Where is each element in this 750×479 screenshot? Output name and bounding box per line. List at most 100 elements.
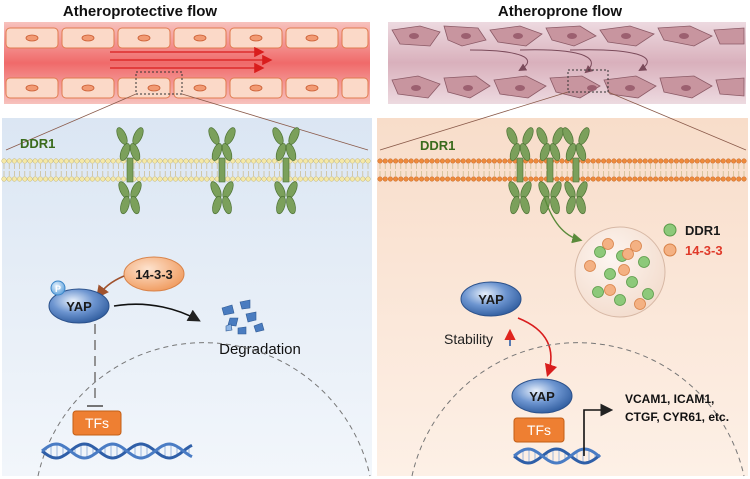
- lipid-head: [27, 176, 33, 182]
- lipid-head: [559, 176, 565, 182]
- lipid-head: [481, 176, 487, 182]
- lipid-head: [403, 176, 409, 182]
- lipid-head: [79, 158, 85, 164]
- lipid-head: [741, 176, 747, 182]
- lipid-head: [673, 176, 679, 182]
- lipid-head: [460, 176, 466, 182]
- lipid-head: [188, 158, 194, 164]
- lipid-head: [266, 176, 272, 182]
- lipid-head: [720, 158, 726, 164]
- lipid-head: [251, 176, 257, 182]
- legend-ddr1-marker: [663, 223, 677, 237]
- yap-label: YAP: [66, 299, 92, 314]
- left-dna-icon: [41, 442, 193, 460]
- lipid-head: [679, 176, 685, 182]
- lipid-head: [725, 176, 731, 182]
- lipid-head: [429, 158, 435, 164]
- right-nucleus-boundary: [411, 342, 745, 477]
- lipid-head: [141, 176, 147, 182]
- left-ddr1-receptors: [116, 127, 300, 215]
- lipid-head: [323, 176, 329, 182]
- lipid-head: [710, 158, 716, 164]
- lipid-head: [736, 176, 742, 182]
- lipid-head: [377, 176, 383, 182]
- lipid-head: [167, 158, 173, 164]
- legend: DDR1 14-3-3: [663, 223, 723, 258]
- target-genes-line2: CTGF, CYR61, etc.: [625, 410, 729, 424]
- lipid-head: [564, 176, 570, 182]
- lipid-head: [523, 176, 529, 182]
- right-ddr1-receptors: [506, 127, 590, 215]
- lipid-head: [663, 176, 669, 182]
- lipid-head: [339, 176, 345, 182]
- vesicle-contents: [584, 238, 654, 310]
- lipid-head: [715, 158, 721, 164]
- lipid-head: [642, 158, 648, 164]
- lipid-head: [377, 158, 383, 164]
- lipid-head: [653, 176, 659, 182]
- legend-1433-marker: [663, 243, 677, 257]
- lipid-head: [434, 158, 440, 164]
- lipid-head: [360, 176, 366, 182]
- lipid-head: [100, 158, 106, 164]
- lipid-head: [308, 158, 314, 164]
- nuclear-yap-label: YAP: [529, 389, 555, 404]
- lipid-head: [1, 176, 7, 182]
- lipid-head: [476, 158, 482, 164]
- left-nucleus-boundary: [37, 342, 371, 477]
- lipid-head: [256, 158, 262, 164]
- lipid-head: [173, 158, 179, 164]
- lipid-head: [439, 176, 445, 182]
- lipid-head: [419, 158, 425, 164]
- lipid-head: [209, 176, 215, 182]
- right-membrane: [377, 158, 747, 182]
- lipid-head: [601, 158, 607, 164]
- lipid-head: [349, 176, 355, 182]
- lipid-head: [413, 158, 419, 164]
- lipid-head: [699, 158, 705, 164]
- lipid-head: [424, 158, 430, 164]
- lipid-head: [225, 176, 231, 182]
- lipid-head: [585, 158, 591, 164]
- lipid-head: [297, 176, 303, 182]
- lipid-head: [398, 176, 404, 182]
- lipid-head: [32, 176, 38, 182]
- lipid-head: [329, 158, 335, 164]
- lipid-head: [261, 176, 267, 182]
- lipid-head: [297, 158, 303, 164]
- ddr1-receptor-icon: [272, 127, 300, 215]
- lipid-head: [37, 176, 43, 182]
- lipid-head: [429, 176, 435, 182]
- lipid-head: [74, 158, 80, 164]
- phosphate-label: P: [55, 284, 61, 294]
- lipid-head: [344, 158, 350, 164]
- adaptor-particle: [602, 238, 614, 250]
- lipid-head: [313, 176, 319, 182]
- adaptor-label: 14-3-3: [135, 267, 173, 282]
- lipid-head: [559, 158, 565, 164]
- lipid-head: [251, 158, 257, 164]
- lipid-head: [455, 176, 461, 182]
- lipid-head: [731, 176, 737, 182]
- lipid-head: [393, 158, 399, 164]
- lipid-head: [360, 158, 366, 164]
- lipid-head: [63, 176, 69, 182]
- lipid-head: [344, 176, 350, 182]
- lipid-head: [11, 176, 17, 182]
- lipid-head: [355, 158, 361, 164]
- lipid-head: [334, 176, 340, 182]
- lipid-head: [689, 158, 695, 164]
- lipid-head: [303, 158, 309, 164]
- lipid-head: [434, 176, 440, 182]
- lipid-head: [486, 158, 492, 164]
- lipid-head: [318, 158, 324, 164]
- ddr1-particle: [614, 294, 626, 306]
- nuclear-translocation-arrow: [517, 317, 558, 378]
- lipid-head: [115, 158, 121, 164]
- lipid-head: [136, 176, 142, 182]
- lipid-head: [245, 176, 251, 182]
- lipid-head: [658, 176, 664, 182]
- lipid-head: [398, 158, 404, 164]
- lipid-head: [271, 158, 277, 164]
- right-pathway: DDR1 14-3-3 YAP Stability YAP TFs VCAM1,…: [411, 195, 745, 477]
